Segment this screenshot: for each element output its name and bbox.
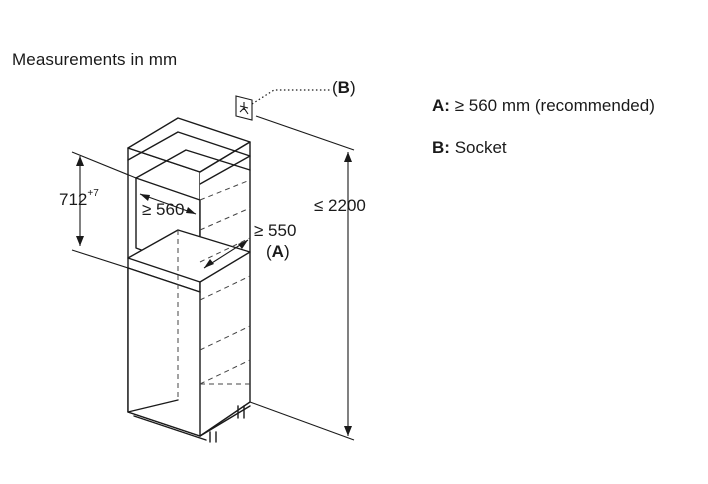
niche-height-tolerance: +7	[87, 188, 99, 199]
ref-a-open: (	[266, 242, 272, 261]
legend-a-text: ≥ 560 mm (recommended)	[454, 96, 655, 115]
niche-height-value: 712	[59, 190, 88, 209]
total-height-extension-top	[255, 115, 355, 151]
socket-icon	[235, 95, 253, 121]
ref-b-key: B	[337, 78, 350, 97]
niche-height-label: 712+7	[59, 188, 99, 210]
niche-shelf	[127, 229, 251, 283]
ref-b-open: (	[332, 78, 338, 97]
arrow-niche-depth-bottom	[204, 259, 214, 268]
arrow-niche-height-top	[76, 156, 84, 166]
arrow-niche-width-left	[140, 194, 150, 201]
arrow-total-top	[344, 152, 352, 162]
legend-a-key: A:	[432, 96, 450, 115]
niche-depth-label: ≥ 550	[254, 221, 297, 240]
arrow-niche-width-right	[186, 207, 196, 214]
upper-shelf	[127, 131, 251, 185]
ref-b-label: (B)	[332, 78, 356, 98]
ref-a-close: )	[283, 242, 290, 261]
total-height-label: ≤ 2200	[314, 196, 366, 215]
legend-b: B: Socket	[432, 138, 507, 158]
total-height-extension-bottom	[249, 401, 355, 441]
niche-width-dimension	[139, 193, 197, 215]
measurements-title: Measurements in mm	[12, 50, 178, 69]
foot-left	[209, 431, 217, 443]
socket-leader	[251, 89, 332, 105]
ref-a-key: A	[271, 242, 284, 261]
niche-width-label: ≥ 560	[142, 200, 185, 219]
ref-a-label: (A)	[266, 242, 290, 262]
legend-b-text: Socket	[454, 138, 507, 157]
arrow-total-bottom	[344, 426, 352, 436]
arrow-niche-depth-top	[238, 240, 248, 249]
cabinet-side	[199, 141, 251, 437]
legend-b-key: B:	[432, 138, 450, 157]
niche-height-extension-top	[71, 151, 137, 179]
arrow-niche-height-bottom	[76, 236, 84, 246]
foot-right	[237, 405, 245, 419]
niche-height-extension-bottom	[71, 249, 129, 269]
legend-a: A: ≥ 560 mm (recommended)	[432, 96, 655, 116]
ref-b-close: )	[349, 78, 356, 97]
lower-door	[127, 267, 201, 437]
